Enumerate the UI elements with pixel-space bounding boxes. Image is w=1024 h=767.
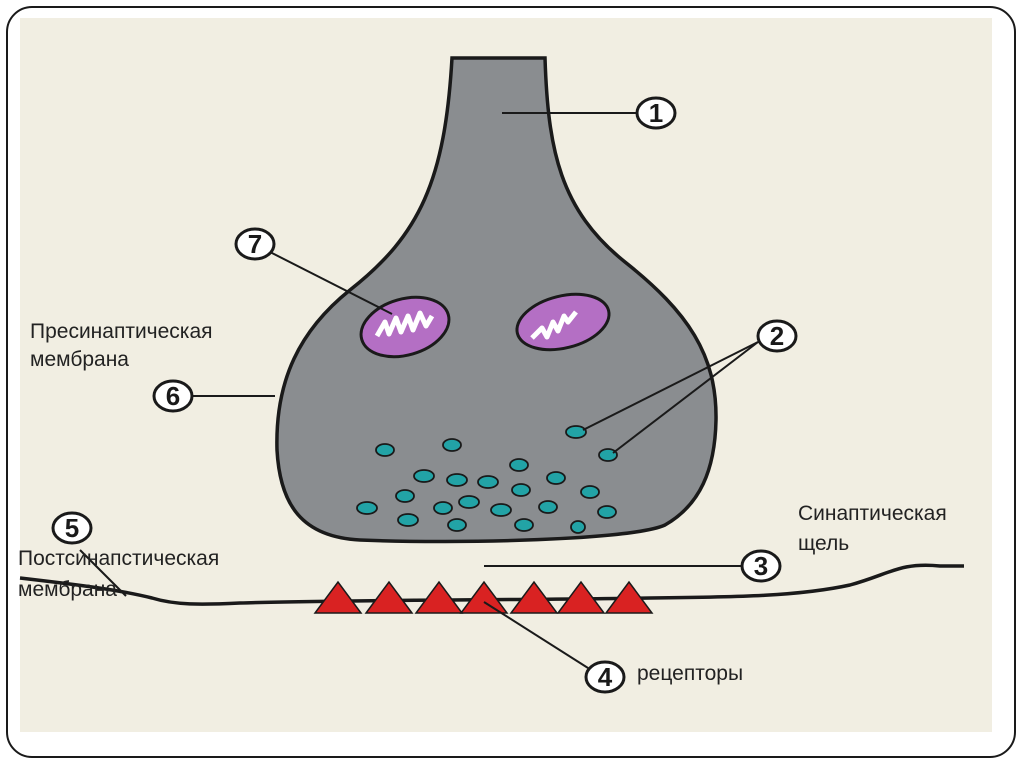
postsynaptic-label-line1: Постсинапстическая [18,547,220,570]
leader-line-5 [79,549,127,597]
vesicle [442,438,462,452]
marker-5: 5 [51,511,93,545]
vesicle [597,505,617,519]
marker-3: 3 [740,549,782,583]
vesicle [598,448,618,462]
vesicle [511,483,531,497]
postsynaptic-label-line2: мембрана [18,578,117,601]
vesicle [356,501,378,515]
receptors [313,580,654,614]
receptor [414,580,464,614]
vesicle [509,458,529,472]
marker-1: 1 [635,96,677,130]
vesicle [446,473,468,487]
leader-line-2a [582,341,759,431]
receptor [556,580,606,614]
vesicle [375,443,395,457]
leader-lines [79,112,759,669]
receptor [364,580,414,614]
svg-text:3: 3 [754,551,768,581]
svg-text:5: 5 [65,513,79,543]
synaptic-cleft-label-line1: Синаптическая [798,502,947,525]
marker-2: 2 [756,319,798,353]
marker-6: 6 [152,379,194,413]
receptors-label: рецепторы [637,662,744,685]
receptor [509,580,559,614]
vesicle [514,518,534,532]
svg-text:4: 4 [598,662,613,692]
mitochondrion [515,292,611,352]
vesicle [546,471,566,485]
leader-line-2b [612,341,759,454]
vesicle [570,520,586,534]
vesicle [395,489,415,503]
vesicle [447,518,467,532]
svg-text:7: 7 [248,229,262,259]
presynaptic-label-line2: мембрана [30,348,129,371]
marker-7: 7 [234,227,276,261]
svg-text:1: 1 [649,98,663,128]
leader-line-4 [483,601,589,669]
vesicle [413,469,435,483]
leader-line-7 [269,251,393,315]
presynaptic-label-line1: Пресинаптическая [30,320,213,343]
vesicle [433,501,453,515]
marker-4: 4 [584,660,626,694]
synaptic-cleft-label-line2: щель [798,532,850,555]
receptor [313,580,363,614]
receptor [459,580,509,614]
mitochondrion [359,295,451,359]
synaptic-vesicles [356,425,618,534]
presynaptic-terminal [275,56,718,544]
svg-text:2: 2 [770,321,784,351]
vesicle [580,485,600,499]
svg-text:6: 6 [166,381,180,411]
vesicle [565,425,587,439]
vesicle [538,500,558,514]
vesicle [397,513,419,527]
receptor [604,580,654,614]
vesicle [490,503,512,517]
vesicle [458,495,480,509]
vesicle [477,475,499,489]
